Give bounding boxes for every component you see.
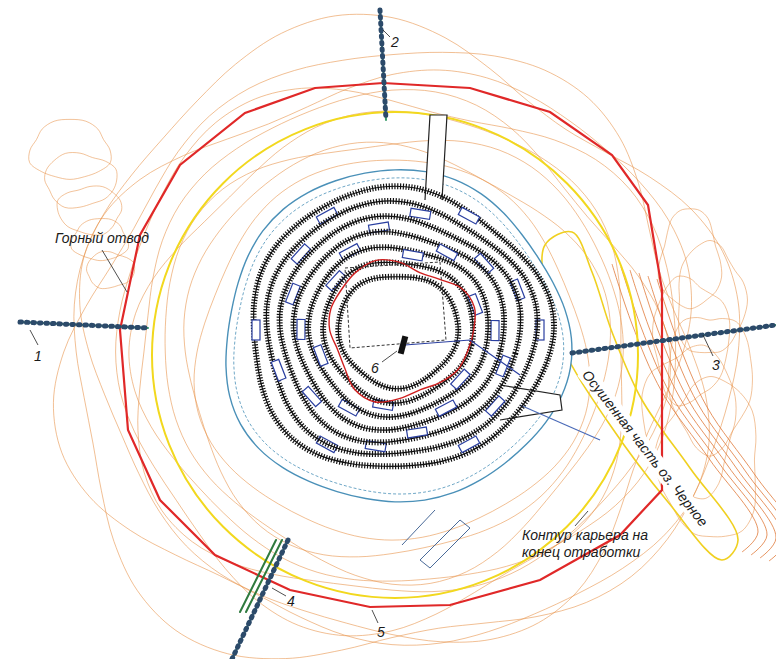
callout-number: 1 — [34, 348, 42, 365]
callout-number: 4 — [287, 593, 295, 610]
callout-number: 3 — [712, 357, 720, 374]
leader-lines — [30, 30, 713, 623]
allotment-label: Горный отвод — [55, 230, 149, 247]
callout-number: 6 — [371, 360, 379, 377]
survey-lines — [20, 10, 776, 659]
callout-number: 5 — [377, 624, 385, 641]
pit-contour-label: Контур карьера на конец отработки — [522, 527, 672, 561]
water-body-label: Осушенная часть оз. Черное — [577, 365, 712, 531]
terrain-contours — [29, 14, 756, 659]
final-pit-contour — [152, 112, 638, 598]
callout-number: 2 — [391, 34, 399, 51]
open-pit — [226, 115, 600, 568]
